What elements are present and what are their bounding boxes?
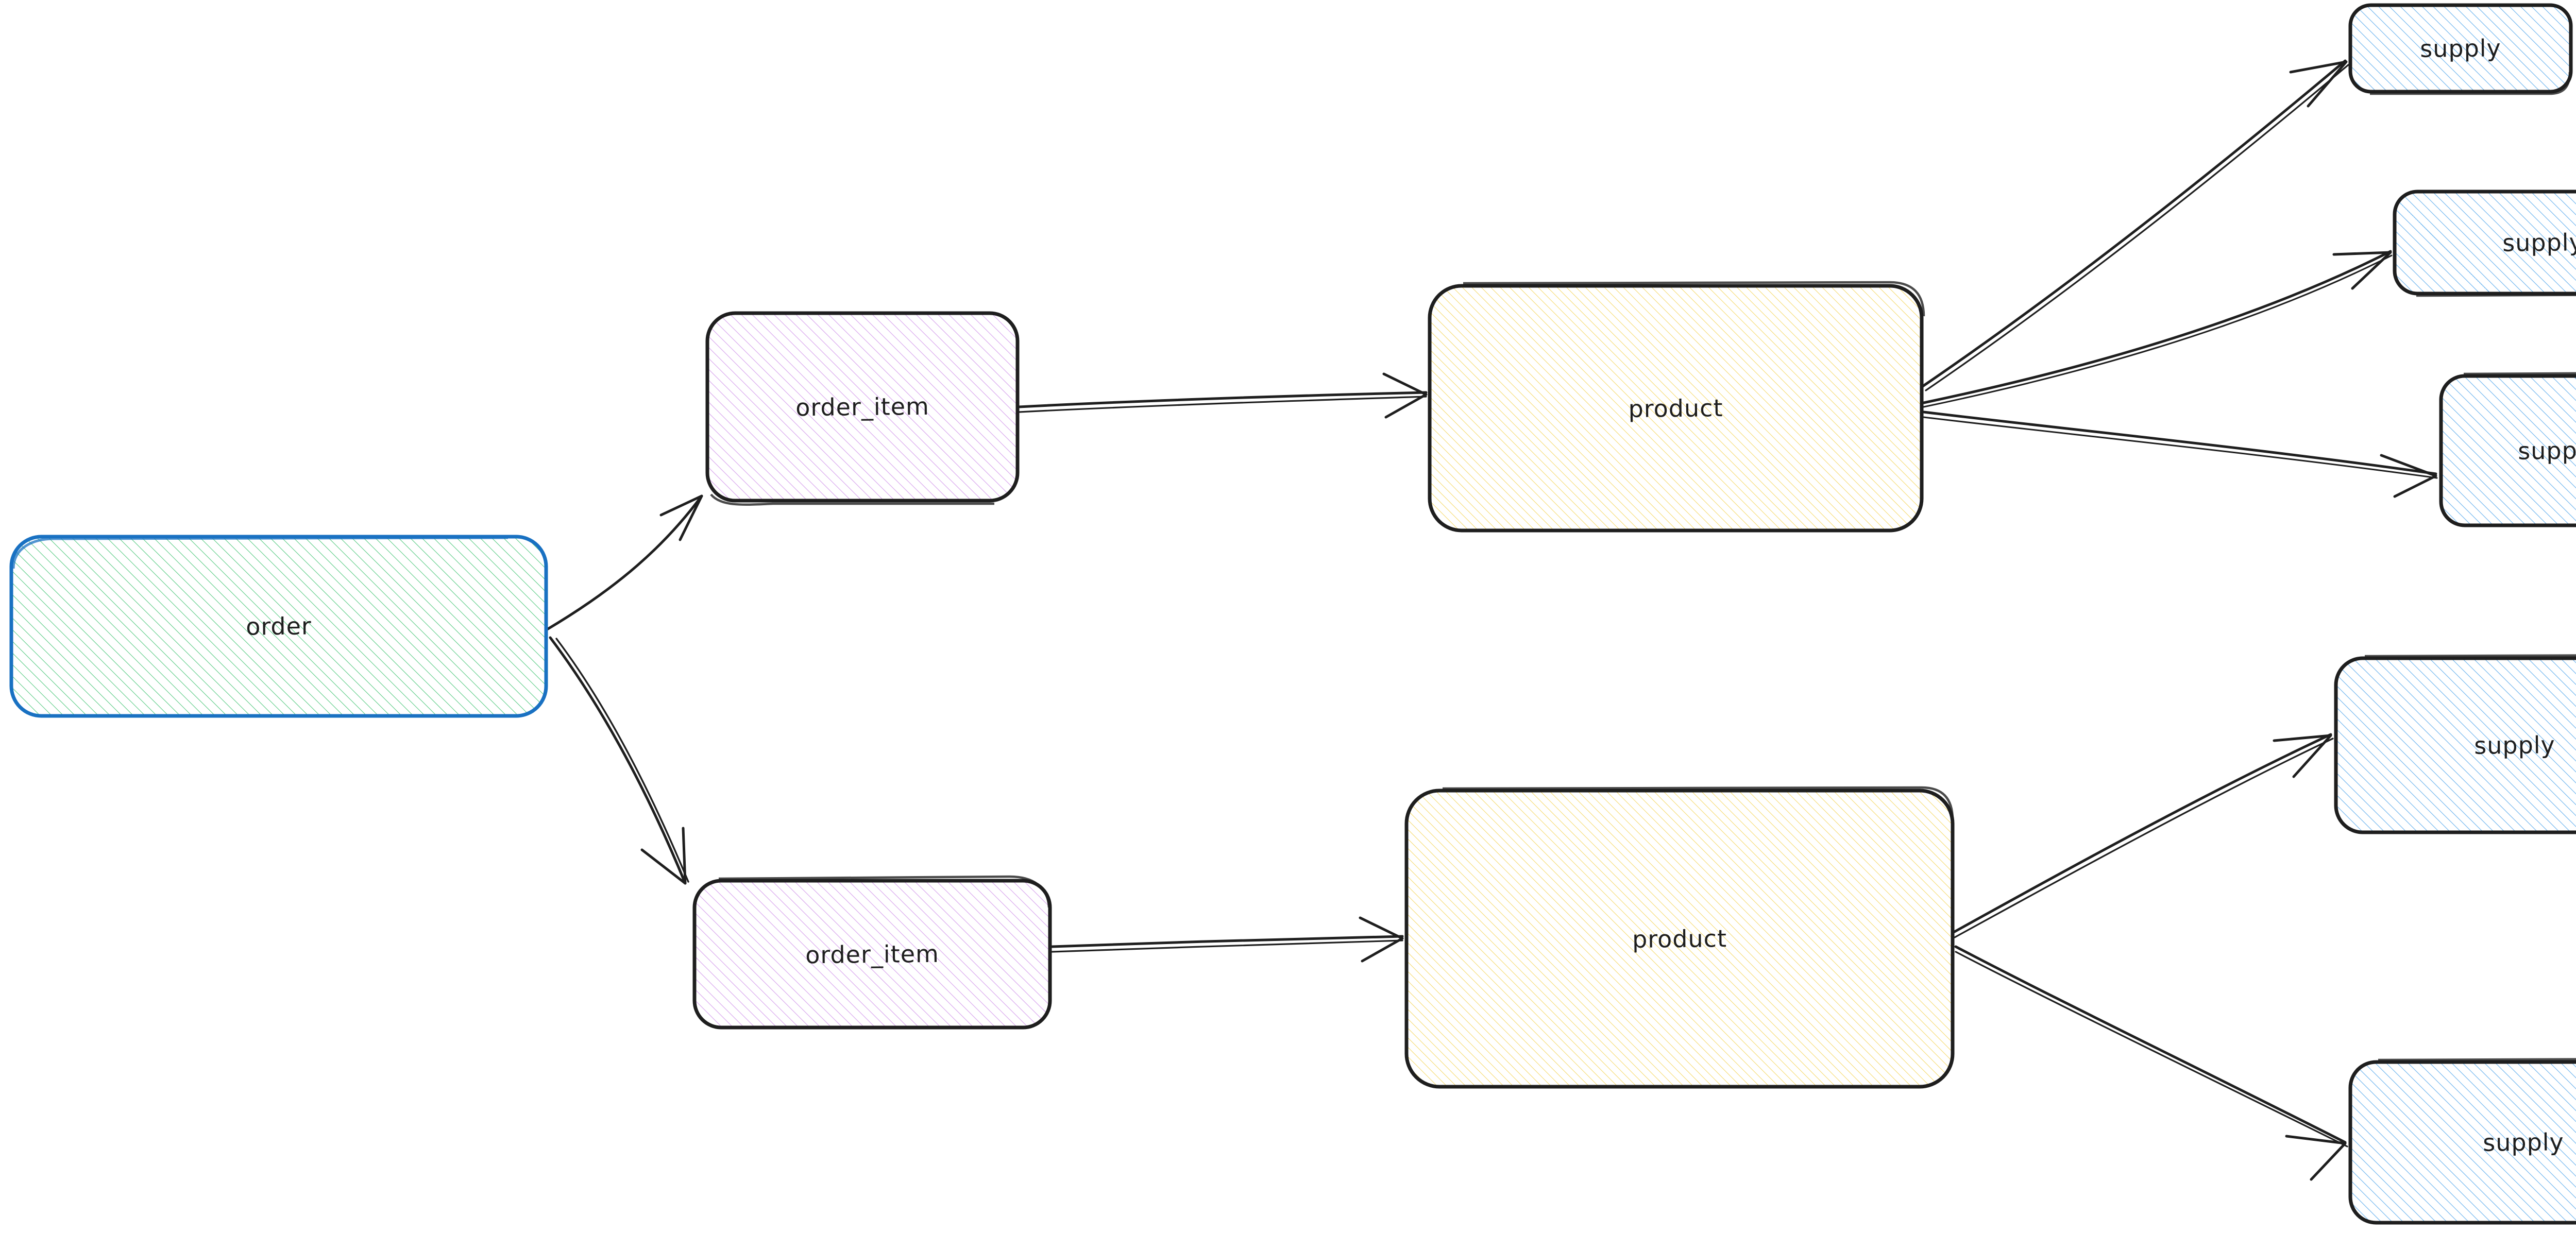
node-supply-5-outline: [2348, 1060, 2576, 1225]
node-product-top-sketch-stroke: [1463, 281, 1925, 317]
node-supply-1[interactable]: [2348, 3, 2573, 95]
node-order-item-bottom-sketch-stroke: [718, 875, 1050, 908]
node-supply-4[interactable]: [2334, 654, 2576, 834]
node-supply-5-fill: [2350, 1062, 2576, 1223]
node-product-bottom-fill: [1406, 791, 1953, 1087]
node-hit-supply-1[interactable]: [2350, 5, 2571, 92]
node-hit-order-item-bottom[interactable]: [694, 881, 1050, 1028]
node-supply-2-fill: [2395, 192, 2576, 294]
node-supply-3[interactable]: [2439, 372, 2576, 527]
node-product-top-fill: [1430, 286, 1922, 530]
edge-product-bottom-to-supply-4[interactable]: [1952, 733, 2334, 938]
node-product-top[interactable]: [1428, 281, 1925, 533]
node-order-fill: [11, 537, 546, 716]
edge-order-item-bottom-to-product-bottom[interactable]: [1050, 916, 1404, 963]
node-supply-1-outline: [2348, 3, 2573, 94]
node-hit-supply-4[interactable]: [2336, 658, 2576, 832]
node-supply-4-outline: [2334, 656, 2576, 834]
node-order-item-bottom[interactable]: [692, 875, 1052, 1030]
node-product-bottom-outline: [1404, 789, 1955, 1089]
edge-order-to-order-item-top[interactable]: [546, 494, 703, 631]
node-order-sketch-stroke: [12, 536, 509, 569]
node-hit-supply-3[interactable]: [2441, 376, 2576, 525]
node-supply-4-fill: [2336, 658, 2576, 832]
node-supply-2[interactable]: [2393, 190, 2576, 297]
node-product-bottom[interactable]: [1404, 786, 1955, 1089]
node-product-bottom-sketch-stroke: [1442, 786, 1954, 820]
edge-product-bottom-to-supply-5[interactable]: [1954, 945, 2348, 1181]
node-hit-order-item-top[interactable]: [707, 313, 1018, 501]
node-supply-3-outline: [2439, 374, 2576, 527]
node-supply-3-fill: [2441, 376, 2576, 525]
edge-order-item-top-to-product-top[interactable]: [1018, 372, 1428, 419]
edges-layer: [546, 59, 2438, 1181]
node-hit-supply-2[interactable]: [2395, 192, 2576, 294]
node-order-item-top-outline: [705, 311, 1020, 503]
edge-product-top-to-supply-3[interactable]: [1922, 410, 2438, 498]
edge-product-top-to-supply-2[interactable]: [1922, 250, 2393, 408]
node-order[interactable]: [9, 535, 548, 718]
node-supply-2-outline: [2393, 190, 2576, 296]
node-supply-1-sketch-stroke: [2370, 72, 2571, 95]
node-hit-supply-5[interactable]: [2350, 1062, 2576, 1223]
node-order-item-top-fill: [707, 313, 1018, 501]
node-hit-product-bottom[interactable]: [1406, 791, 1953, 1087]
node-supply-5[interactable]: [2348, 1058, 2576, 1225]
node-order-item-bottom-fill: [694, 881, 1050, 1028]
edge-order-to-order-item-bottom[interactable]: [549, 636, 689, 885]
node-order-item-top[interactable]: [705, 311, 1020, 506]
node-hit-order[interactable]: [11, 537, 546, 716]
node-hit-product-top[interactable]: [1430, 286, 1922, 530]
node-order-outline: [9, 535, 548, 718]
node-product-top-outline: [1428, 284, 1924, 533]
node-order-item-bottom-outline: [692, 879, 1052, 1030]
node-order-item-top-sketch-stroke: [710, 493, 994, 506]
edge-product-top-to-supply-1[interactable]: [1921, 59, 2349, 391]
node-supply-1-fill: [2350, 5, 2571, 92]
